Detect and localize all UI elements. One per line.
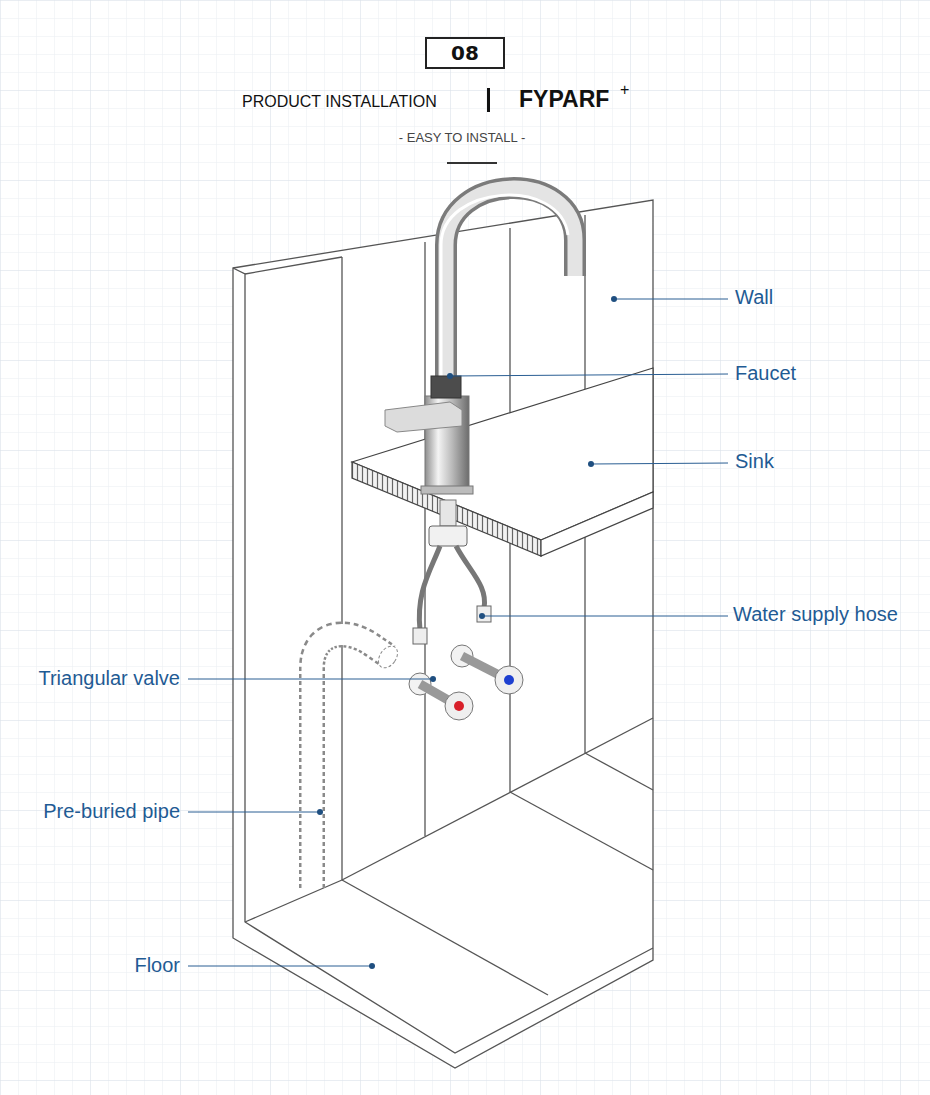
sink-slab	[352, 368, 653, 556]
floor-tile-line	[342, 880, 548, 995]
part-label: Sink	[735, 449, 915, 473]
leader-dot	[369, 963, 375, 969]
wall-tile-line	[424, 242, 425, 836]
hose-nut	[413, 628, 427, 644]
triangular-valves	[409, 645, 523, 720]
leader-line	[188, 679, 433, 680]
leader-line	[188, 812, 320, 813]
faucet-lever	[385, 402, 462, 432]
part-label: Floor	[0, 953, 180, 977]
valve-handle	[445, 692, 473, 720]
hose-nut	[477, 606, 491, 622]
leader-dot	[588, 461, 594, 467]
leader-dot	[479, 613, 485, 619]
leader-line	[482, 616, 728, 617]
threaded-tail	[440, 500, 456, 526]
room-thickness	[233, 268, 653, 1053]
part-label: Water supply hose	[733, 602, 929, 626]
supply-hose	[419, 546, 440, 630]
hot-indicator	[454, 701, 464, 711]
part-label: Faucet	[735, 361, 915, 385]
leader-dot	[317, 809, 323, 815]
part-label: Triangular valve	[0, 666, 180, 690]
pipe-body	[312, 634, 388, 888]
pipe-end	[375, 643, 402, 672]
supply-hose	[456, 546, 485, 608]
part-label: Wall	[735, 285, 915, 309]
brand-mark: +	[620, 80, 640, 99]
header-underline	[447, 162, 497, 164]
mount-nut	[429, 526, 467, 546]
floor-wall-edge	[342, 718, 653, 880]
pipe-outline	[312, 634, 388, 888]
header-divider	[487, 88, 490, 112]
floor-tile-line	[245, 880, 342, 922]
wall-tile-line	[585, 753, 653, 790]
number-box: 08	[425, 37, 505, 69]
leader-dot	[430, 676, 436, 682]
page-title: PRODUCT INSTALLATION	[242, 92, 482, 111]
under-sink-fittings	[413, 500, 491, 644]
sink-side	[541, 492, 653, 556]
pre-buried-pipe	[312, 634, 401, 888]
valve-handle	[495, 666, 523, 694]
spout-highlight	[441, 195, 568, 392]
spout-shadow	[446, 188, 575, 392]
floor-tile-line	[510, 792, 653, 870]
wall-corner	[341, 257, 342, 880]
spout-body	[446, 188, 575, 392]
part-label: Pre-buried pipe	[0, 799, 180, 823]
brand-name: FYPARF	[519, 86, 629, 114]
faucet-cap	[431, 376, 461, 398]
leader-line	[614, 299, 728, 300]
leader-line	[188, 966, 372, 967]
leader-line	[450, 374, 728, 376]
leader-line	[591, 463, 728, 464]
subtitle: - EASY TO INSTALL -	[372, 130, 552, 146]
section-number: 08	[451, 41, 479, 65]
wall-top-edge	[245, 257, 342, 274]
faucet	[385, 188, 575, 494]
leader-lines	[188, 296, 728, 969]
leader-dot	[447, 373, 453, 379]
leader-dot	[611, 296, 617, 302]
cold-indicator	[504, 675, 514, 685]
faucet-base	[421, 486, 473, 494]
